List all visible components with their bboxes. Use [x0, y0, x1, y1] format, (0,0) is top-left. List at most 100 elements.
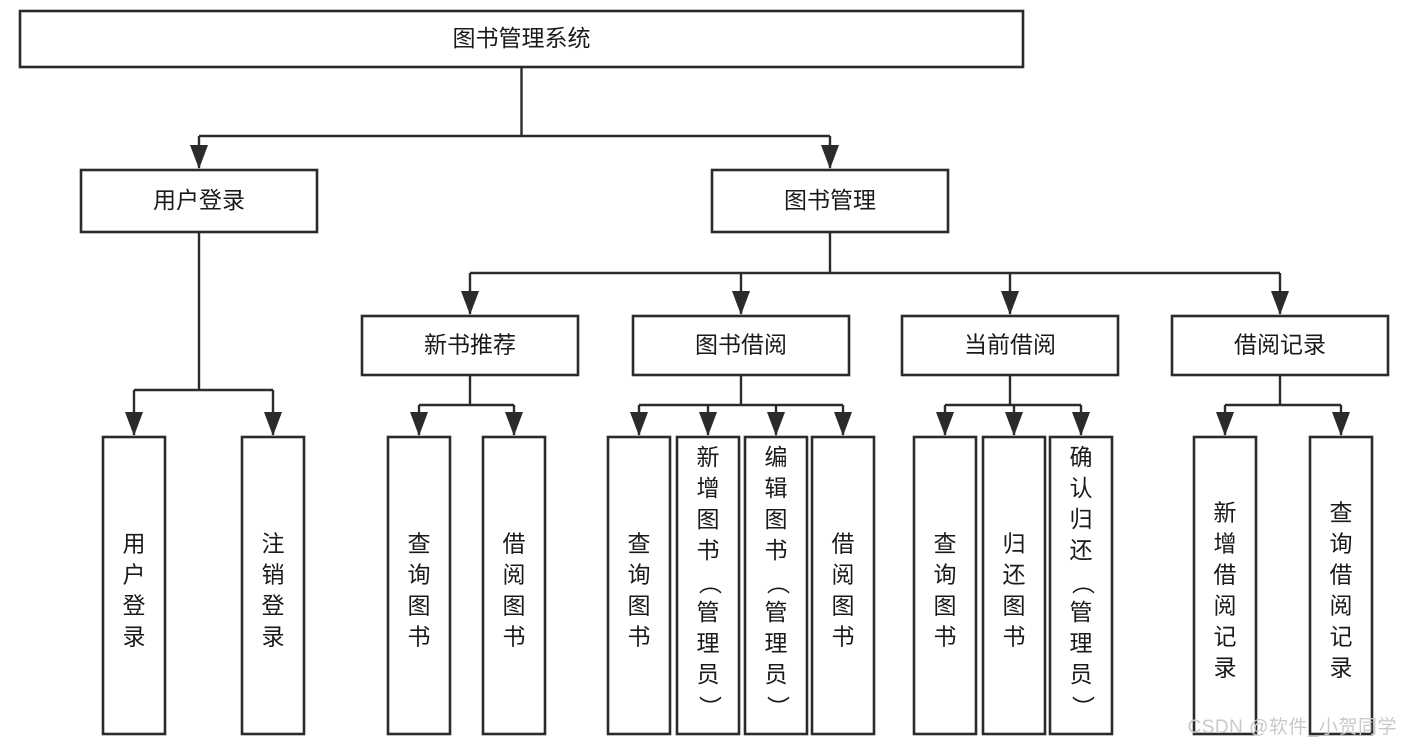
- leaf-label-char: 销: [262, 562, 285, 588]
- current-borrow-label: 当前借阅: [964, 332, 1056, 358]
- arrow-head-icon: [821, 145, 839, 169]
- leaf-label-char: 新: [697, 444, 720, 470]
- arrow-head-icon: [1332, 412, 1350, 436]
- leaf-label-char: 书: [697, 537, 720, 563]
- leaf-label-char: 查: [934, 531, 957, 557]
- arrow-head-icon: [936, 412, 954, 436]
- leaf-label-char: 书: [934, 624, 957, 650]
- borrow-record-box[interactable]: [1170, 314, 1390, 377]
- leaf-label-char: 录: [123, 624, 146, 650]
- arrow-head-icon: [1271, 291, 1289, 315]
- book-borrow-label: 图书借阅: [695, 332, 787, 358]
- system-title-box[interactable]: [18, 9, 1025, 69]
- connector-layer: [125, 67, 1350, 436]
- leaf-vertical-label: 用户登录: [123, 531, 146, 650]
- leaf-box[interactable]: [743, 435, 809, 736]
- leaf-box[interactable]: [240, 435, 306, 736]
- system-title-label: 图书管理系统: [453, 25, 591, 51]
- leaf-label-char: 借: [1214, 562, 1237, 588]
- leaf-label-char: 记: [1214, 624, 1237, 650]
- leaf-label-char: 图: [408, 593, 431, 619]
- leaf-box[interactable]: [101, 435, 167, 736]
- leaf-box[interactable]: [386, 435, 452, 736]
- arrow-head-icon: [767, 412, 785, 436]
- user-login-box[interactable]: [79, 168, 319, 234]
- leaf-label-char: 增: [1214, 531, 1237, 557]
- leaf-label-char: 编: [765, 444, 788, 470]
- current-borrow-box[interactable]: [900, 314, 1120, 377]
- arrow-head-icon: [1001, 291, 1019, 315]
- leaf-label-char: 员: [765, 661, 788, 687]
- new-book-recommend-box[interactable]: [360, 314, 580, 377]
- node-current-borrow[interactable]: 当前借阅: [900, 314, 1120, 377]
- node-system-root[interactable]: 图书管理系统: [18, 9, 1025, 69]
- leaf-label-char: 询: [934, 562, 957, 588]
- node-new-book-recommend[interactable]: 新书推荐: [360, 314, 580, 377]
- leaf-label-char: 登: [262, 593, 285, 619]
- book-manage-box[interactable]: [710, 168, 950, 234]
- leaf-label-char: 记: [1330, 624, 1353, 650]
- leaf-label-char: 图: [628, 593, 651, 619]
- leaf-label-char: 借: [1330, 562, 1353, 588]
- leaf-label-char: 录: [262, 624, 285, 650]
- leaf-box[interactable]: [675, 435, 741, 736]
- node-borrow-record[interactable]: 借阅记录: [1170, 314, 1390, 377]
- leaf-label-char: 图: [832, 593, 855, 619]
- leaf-label-char: 书: [503, 624, 526, 650]
- node-book-borrow[interactable]: 图书借阅: [631, 314, 851, 377]
- leaf-label-char: 理: [765, 630, 788, 656]
- node-layer: 图书管理系统用户登录图书管理新书推荐图书借阅当前借阅借阅记录用户登录注销登录查询…: [18, 9, 1390, 736]
- arrow-head-icon: [264, 412, 282, 436]
- leaf-label-char: 理: [697, 630, 720, 656]
- node-user-login[interactable]: 用户登录: [79, 168, 319, 234]
- leaf-label-char: 录: [1214, 655, 1237, 681]
- leaf-label-char: （: [765, 572, 791, 595]
- node-book-manage[interactable]: 图书管理: [710, 168, 950, 234]
- leaf-label-char: 增: [697, 475, 720, 501]
- arrow-head-icon: [1072, 412, 1090, 436]
- book-borrow-box[interactable]: [631, 314, 851, 377]
- leaf-box[interactable]: [981, 435, 1047, 736]
- leaf-label-char: 书: [765, 537, 788, 563]
- arrow-head-icon: [190, 145, 208, 169]
- leaf-label-char: ）: [697, 696, 723, 719]
- leaf-box[interactable]: [481, 435, 547, 736]
- leaf-box[interactable]: [912, 435, 978, 736]
- leaf-box[interactable]: [1308, 435, 1374, 736]
- leaf-label-char: 询: [1330, 531, 1353, 557]
- leaf-box[interactable]: [1192, 435, 1258, 736]
- leaf-label-char: 图: [934, 593, 957, 619]
- leaf-label-char: 管: [765, 599, 788, 625]
- leaf-label-char: 书: [408, 624, 431, 650]
- leaf-box[interactable]: [1048, 435, 1114, 736]
- leaf-box[interactable]: [606, 435, 672, 736]
- leaf-label-char: 图: [1003, 593, 1026, 619]
- leaf-label-char: 注: [262, 531, 285, 557]
- arrow-head-icon: [699, 412, 717, 436]
- leaf-leaf-user-login[interactable]: 用户登录: [101, 435, 167, 736]
- leaf-label-char: 管: [697, 599, 720, 625]
- leaf-box[interactable]: [810, 435, 876, 736]
- arrow-head-icon: [125, 412, 143, 436]
